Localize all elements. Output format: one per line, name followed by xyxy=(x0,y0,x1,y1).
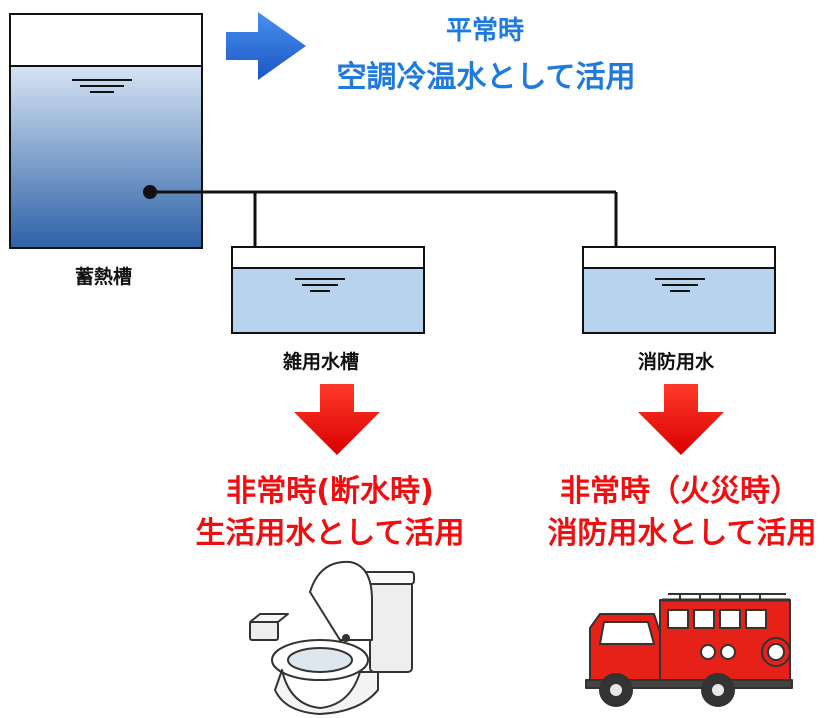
water-level-icon xyxy=(655,278,705,292)
pipe-outlet-dot xyxy=(143,185,157,199)
heat-storage-tank xyxy=(9,13,203,249)
misc-water-tank xyxy=(231,246,425,334)
fire-water-tank-label: 消防用水 xyxy=(638,351,715,373)
fire-truck-icon xyxy=(585,593,793,707)
misc-water-tank-label: 雑用水槽 xyxy=(283,351,360,373)
fire-water-tank xyxy=(582,246,776,334)
heat-storage-tank-label: 蓄熱槽 xyxy=(75,266,133,288)
water-level-icon xyxy=(295,278,345,292)
toilet-icon xyxy=(249,560,415,715)
water-cut-title: 非常時(断水時) xyxy=(226,474,434,509)
normal-use-description: 空調冷温水として活用 xyxy=(336,60,636,95)
water-cut-description: 生活用水として活用 xyxy=(195,516,465,551)
fire-description: 消防用水として活用 xyxy=(547,516,817,551)
down-arrow-icon xyxy=(294,384,380,455)
water-level-icon xyxy=(72,79,132,93)
normal-use-title: 平常時 xyxy=(445,16,524,46)
fire-title: 非常時（火災時） xyxy=(560,474,800,509)
right-arrow-icon xyxy=(226,12,306,80)
down-arrow-icon xyxy=(638,384,724,455)
